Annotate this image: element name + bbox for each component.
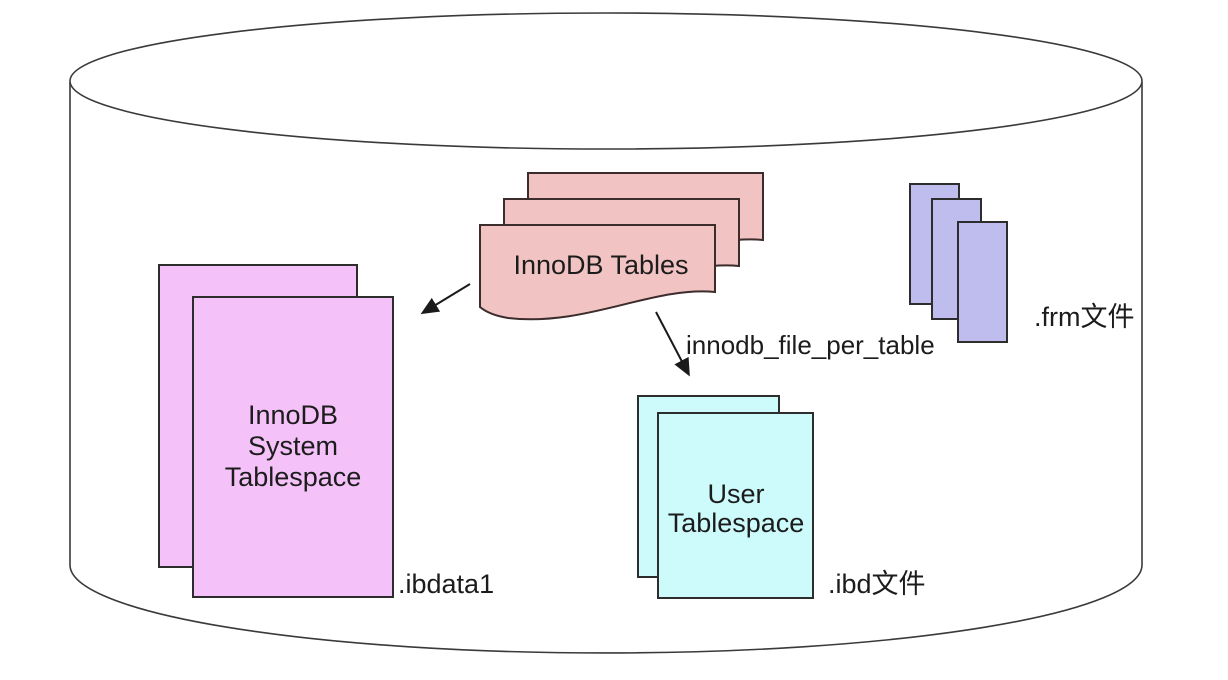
innodb-tables-node: InnoDB Tables — [479, 172, 764, 321]
user-tablespace-front — [657, 412, 814, 599]
arrow-line — [655, 311, 690, 377]
user-tablespace-label-line2: Tablespace — [668, 508, 805, 538]
frm-sheet-front — [957, 221, 1008, 343]
frm-files-label: .frm文件 — [1034, 302, 1135, 332]
user-tablespace-label-line1: User — [707, 479, 764, 509]
ibdata1-label: .ibdata1 — [398, 569, 494, 599]
document-shape-front — [479, 224, 716, 321]
innodb-tables-label: InnoDB Tables — [513, 250, 688, 280]
user-tablespace-node: User Tablespace .ibd文件 — [637, 395, 926, 599]
system-tablespace-label-line1: InnoDB — [248, 400, 338, 430]
arrow-to-system-tablespace — [420, 283, 471, 315]
system-tablespace-front — [192, 296, 394, 598]
arrow-to-user-tablespace: innodb_file_per_table — [655, 311, 935, 377]
arrow-line — [420, 283, 471, 315]
frm-files-node: .frm文件 — [909, 183, 1135, 343]
system-tablespace-label-line3: Tablespace — [225, 462, 362, 492]
file-per-table-label: innodb_file_per_table — [686, 330, 935, 360]
cylinder-top-ellipse — [69, 12, 1143, 150]
ibd-file-label: .ibd文件 — [828, 569, 926, 599]
system-tablespace-node: InnoDB System Tablespace .ibdata1 — [158, 264, 494, 599]
system-tablespace-label-line2: System — [248, 431, 338, 461]
